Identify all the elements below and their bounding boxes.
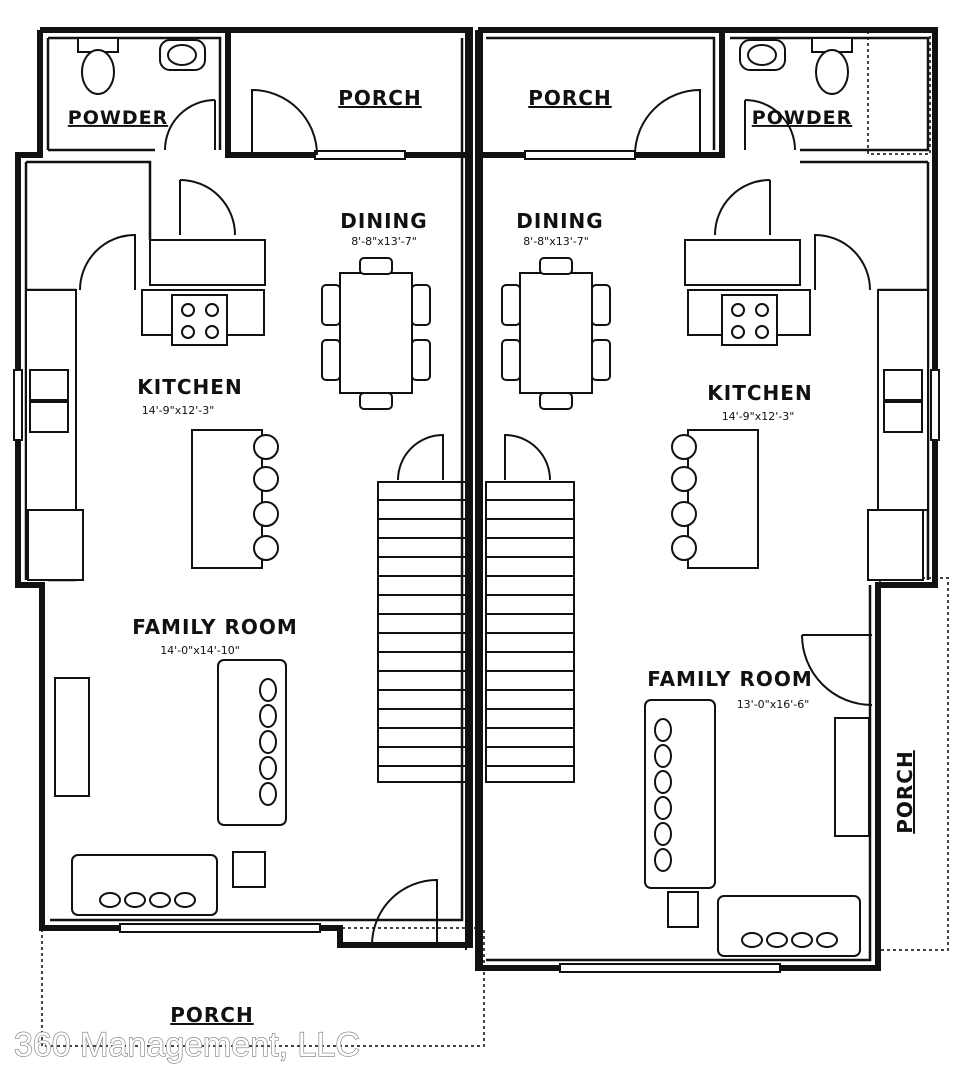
right-stool-2 [671, 466, 697, 492]
right-stool-3 [671, 501, 697, 527]
right-closet-door [714, 179, 771, 236]
left-closet-door [179, 179, 236, 236]
front-porch-outline [41, 927, 485, 1047]
right-porch-top-label: PORCH [528, 86, 611, 110]
right-dining-table [519, 272, 593, 394]
left-loveseat-icon [71, 854, 218, 916]
doors [79, 88, 873, 946]
left-stool-1 [253, 434, 279, 460]
left-stool-3 [253, 501, 279, 527]
kitchen-fixtures [25, 239, 929, 581]
left-dining-label: DINING [340, 209, 427, 233]
right-fridge-icon [867, 509, 924, 581]
side-porch-door [801, 634, 873, 706]
right-pantry-door [814, 233, 871, 291]
right-counter-top [684, 239, 801, 286]
right-kitchen-label: KITCHEN [707, 381, 812, 405]
left-family-room-size: 14'-0"x14'-10" [160, 644, 240, 657]
right-porch-door [634, 88, 701, 156]
side-porch-label: PORCH [893, 750, 917, 833]
right-family-room-size: 13'-0"x16'-6" [737, 698, 810, 711]
right-sink-basin-2 [883, 401, 923, 433]
left-island [191, 429, 263, 569]
left-side-table [232, 851, 266, 888]
left-counter-top [149, 239, 266, 286]
left-stool-4 [253, 535, 279, 561]
left-porch-top-label: PORCH [338, 86, 421, 110]
left-sofa-cushions [259, 678, 277, 806]
powder-fixtures [77, 37, 853, 95]
right-powder-door [744, 99, 796, 151]
exterior-walls [15, 27, 938, 971]
left-dining-size: 8'-8"x13'-7" [351, 235, 417, 248]
right-stove-icon [721, 294, 778, 346]
left-sink-basin-1 [29, 369, 69, 401]
left-stool-2 [253, 466, 279, 492]
left-stair-door [397, 433, 444, 481]
left-powder-label: POWDER [68, 107, 168, 129]
left-family-room-label: FAMILY ROOM [132, 615, 298, 639]
right-dining-label: DINING [516, 209, 603, 233]
windows [13, 150, 940, 973]
right-sink-basin-1 [883, 369, 923, 401]
left-kitchen-label: KITCHEN [137, 375, 242, 399]
dining-furniture [321, 257, 611, 410]
right-powder-closet-outline [867, 31, 931, 155]
side-porch-outline [879, 577, 949, 951]
left-porch-door [251, 88, 318, 156]
left-front-door [371, 878, 438, 946]
left-media-console [54, 677, 90, 797]
right-side-table [667, 891, 699, 928]
room-labels: POWDER PORCH DINING 8'-8"x13'-7" KITCHEN… [68, 86, 917, 1027]
left-pantry-door [79, 233, 136, 291]
right-loveseat-icon [717, 895, 861, 957]
right-island [687, 429, 759, 569]
right-stair-door [504, 433, 551, 481]
right-kitchen-size: 14'-9"x12'-3" [722, 410, 795, 423]
right-media-console [834, 717, 870, 837]
left-powder-door [164, 99, 216, 151]
right-stool-4 [671, 535, 697, 561]
right-sofa-cushions [654, 718, 672, 872]
right-family-room-label: FAMILY ROOM [647, 667, 813, 691]
left-fridge-icon [27, 509, 84, 581]
right-dining-size: 8'-8"x13'-7" [523, 235, 589, 248]
right-toilet-icon [815, 49, 849, 95]
stairs [377, 481, 575, 783]
left-kitchen-size: 14'-9"x12'-3" [142, 404, 215, 417]
watermark: 360 Management, LLC [14, 1026, 360, 1064]
left-dining-table [339, 272, 413, 394]
right-stool-1 [671, 434, 697, 460]
family-furniture [54, 659, 870, 957]
left-toilet-icon [81, 49, 115, 95]
left-sink-basin-2 [29, 401, 69, 433]
left-stove-icon [171, 294, 228, 346]
front-porch-label: PORCH [170, 1003, 253, 1027]
right-powder-label: POWDER [752, 107, 852, 129]
